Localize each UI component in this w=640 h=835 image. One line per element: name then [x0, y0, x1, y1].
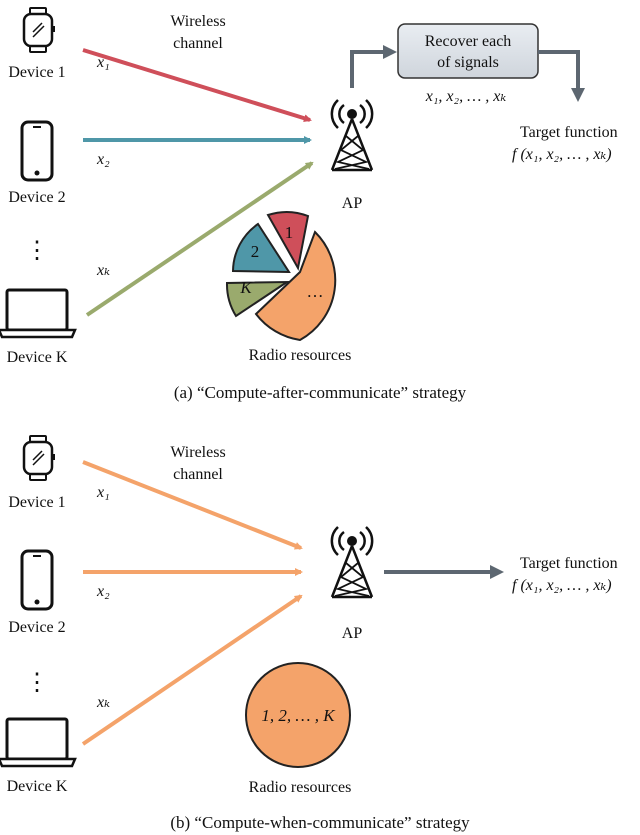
arrow-device-k: [81, 594, 303, 746]
circle-label: 1, 2, … , K: [261, 706, 336, 725]
device-k-label: Device K: [7, 349, 68, 366]
recover-box-line2: of signals: [437, 54, 499, 71]
caption-a: (a) “Compute-after-communicate” strategy: [174, 383, 467, 402]
target-function-label: Target function: [520, 124, 618, 141]
radio-resources-label: Radio resources: [249, 779, 352, 796]
device-2-label: Device 2: [8, 189, 65, 206]
target-function-expr: f (x₁, x₂, … , xₖ): [512, 146, 612, 163]
ap-label: AP: [342, 625, 363, 642]
signal-xk-label: xₖ: [96, 262, 110, 279]
device-1-label: Device 1: [8, 494, 65, 511]
arrow-device-1: [82, 460, 303, 550]
pie-label-2: 2: [251, 242, 260, 261]
signal-x1-label: x₁: [96, 54, 110, 71]
pie-label-ellipsis: …: [307, 282, 324, 301]
wireless-label: Wireless: [170, 13, 225, 30]
pie-slice-1: [266, 211, 310, 271]
arrow-recover-to-target: [538, 50, 585, 102]
device-1-label: Device 1: [8, 64, 65, 81]
antenna-tower-icon: [330, 525, 374, 599]
signal-x2-label: x₂: [96, 583, 110, 600]
arrow-device-1: [82, 48, 312, 123]
caption-b: (b) “Compute-when-communicate” strategy: [170, 813, 470, 832]
smartphone-icon: [20, 120, 54, 182]
smartwatch-icon: [22, 434, 57, 482]
ap-label: AP: [342, 195, 363, 212]
recover-box-line1: Recover each: [425, 33, 512, 50]
laptop-icon: [0, 288, 77, 339]
smartwatch-icon: [22, 6, 57, 54]
device-k-label: Device K: [7, 778, 68, 795]
recovered-signals-label: x₁, x₂, … , xₖ: [425, 88, 507, 105]
channel-label: channel: [173, 466, 223, 483]
device-ellipsis: ⋮: [25, 670, 49, 696]
arrow-ap-to-recover: [350, 45, 397, 88]
panel-a: Device 1 Device 2 ⋮ Device K Wireless ch…: [0, 6, 618, 402]
signal-xk-label: xₖ: [96, 694, 110, 711]
radio-resources-label: Radio resources: [249, 347, 352, 364]
channel-label: channel: [173, 35, 223, 52]
device-2-label: Device 2: [8, 619, 65, 636]
smartphone-icon: [20, 549, 54, 611]
radio-resource-circle: [245, 662, 351, 768]
signal-x1-label: x₁: [96, 484, 110, 501]
signal-x2-label: x₂: [96, 151, 110, 168]
pie-slice-k: [225, 280, 291, 318]
pie-label-k: K: [239, 278, 253, 297]
target-function-label: Target function: [520, 555, 618, 572]
wireless-label: Wireless: [170, 444, 225, 461]
target-function-expr: f (x₁, x₂, … , xₖ): [512, 577, 612, 594]
laptop-icon: [0, 717, 77, 768]
panel-b: Device 1 Device 2 ⋮ Device K Wireless ch…: [0, 434, 618, 832]
pie-slice-main: [254, 230, 337, 342]
device-ellipsis: ⋮: [25, 238, 49, 264]
arrow-device-k: [85, 161, 314, 317]
pie-slice-2: [231, 222, 291, 274]
antenna-tower-icon: [330, 98, 374, 172]
pie-label-1: 1: [285, 223, 294, 242]
